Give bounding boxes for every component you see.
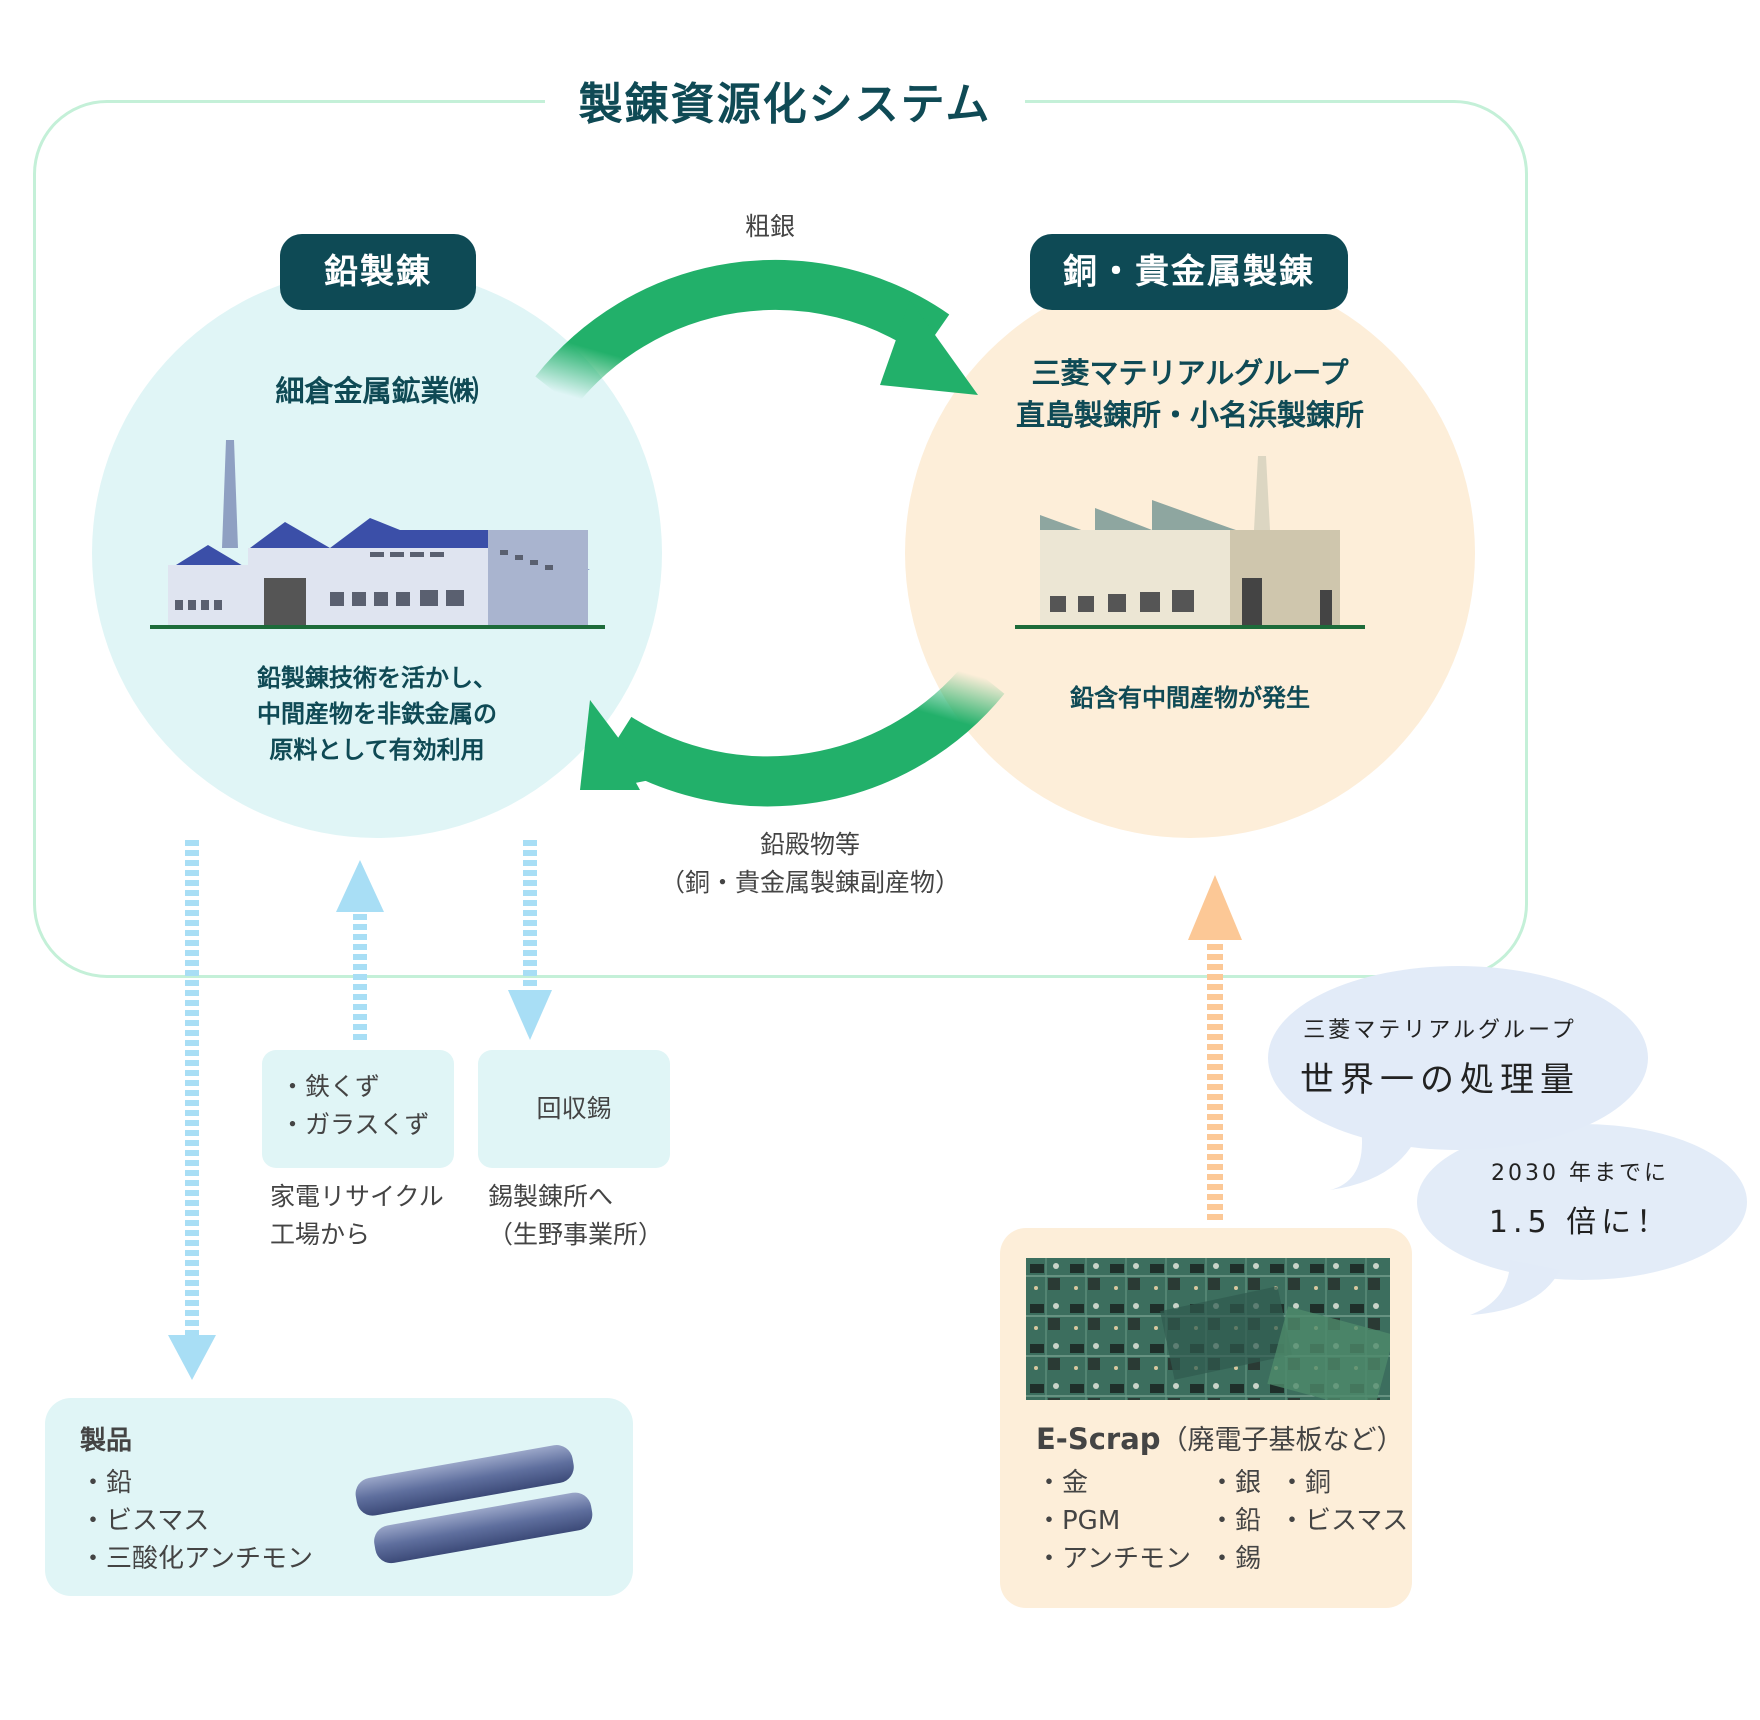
tin-destination-line: 錫製錬所へ [488,1182,614,1211]
scrap-source-line: 工場から [270,1220,371,1249]
escrap-item: ・銅 [1278,1468,1331,1498]
metal-ingots-image [355,1445,593,1564]
lead-factory-illustration [150,440,605,629]
products-list: ・鉛 ・ビスマス ・三酸化アンチモン [80,1464,313,1578]
tin-down-arrow [508,840,552,1040]
product-item: ・ビスマス [80,1506,210,1536]
flow-label-top: 粗銀 [744,212,795,241]
lead-company-name: 細倉金属鉱業㈱ [275,374,479,408]
tin-label: 回収錫 [536,1094,612,1123]
flow-label-bottom-line: （銅・貴金属製錬副産物） [659,868,960,897]
lead-smelting-label: 鉛製錬 [280,234,476,310]
bubble-world-largest-line2: 世界一の処理量 [1300,1060,1580,1100]
copper-smelting-label: 銅・貴金属製錬 [1030,234,1348,310]
escrap-subtitle: （廃電子基板など） [1160,1425,1404,1456]
scrap-up-arrow [336,860,384,1040]
products-box [45,1398,633,1596]
product-item: ・三酸化アンチモン [80,1544,313,1574]
bubble-2030-target [1417,1124,1747,1315]
product-item: ・鉛 [80,1468,133,1498]
lead-description: 鉛製錬技術を活かし、 中間産物を非鉄金属の 原料として有効利用 [180,660,574,768]
scrap-item: ・ガラスくず [280,1110,430,1139]
flow-label-bottom: 鉛殿物等 （銅・貴金属製錬副産物） [600,826,1020,902]
system-title: 製錬資源化システム [545,70,1025,140]
flow-arrow-bottom [580,662,1005,807]
bubble-world-largest-line1: 三菱マテリアルグループ [1303,1018,1577,1043]
escrap-item [1279,1540,1426,1578]
lead-description-line: 原料として有効利用 [269,736,485,764]
escrap-item: ・鉛 [1208,1506,1261,1536]
flow-arrow-top [535,259,978,408]
copper-description: 鉛含有中間産物が発生 [1070,684,1310,712]
bubble-2030-line1: 2030 年までに [1491,1161,1669,1186]
escrap-item: ・PGM [1036,1506,1121,1536]
lead-description-line: 中間産物を非鉄金属の [257,700,497,728]
escrap-item: ・金 [1036,1468,1089,1498]
lead-description-line: 鉛製錬技術を活かし、 [257,664,497,692]
tin-output-box [478,1050,670,1168]
escrap-items: ・金 ・銀 ・銅 ・PGM ・鉛 ・ビスマス ・アンチモン ・錫 [1036,1464,1426,1578]
scrap-source: 家電リサイクル 工場から [270,1178,444,1254]
copper-company-line: 三菱マテリアルグループ [1031,356,1349,390]
bubble-2030-line2: 1.5 倍に！ [1488,1205,1672,1240]
tin-destination-line: （生野事業所） [488,1220,664,1249]
scrap-items: ・鉄くず ・ガラスくず [280,1068,430,1144]
copper-company-name: 三菱マテリアルグループ 直島製錬所・小名浜製錬所 [940,352,1440,436]
copper-company-line: 直島製錬所・小名浜製錬所 [1015,398,1364,432]
escrap-title: E-Scrap（廃電子基板など） [1036,1418,1404,1457]
escrap-item: ・ビスマス [1278,1506,1409,1536]
scrap-item: ・鉄くず [280,1072,381,1101]
escrap-up-arrow [1188,875,1242,1220]
products-down-arrow [168,840,216,1380]
scrap-source-line: 家電リサイクル [270,1182,444,1211]
copper-factory-illustration [1015,456,1365,629]
escrap-item: ・アンチモン [1036,1544,1191,1574]
flow-label-bottom-line: 鉛殿物等 [759,830,860,859]
escrap-item: ・錫 [1208,1544,1261,1574]
tin-destination: 錫製錬所へ （生野事業所） [488,1178,663,1254]
escrap-item: ・銀 [1208,1468,1261,1498]
products-title: 製品 [80,1426,133,1456]
scrap-input-box [262,1050,454,1168]
circuit-board-image [1026,1258,1390,1400]
escrap-title-main: E-Scrap [1036,1422,1161,1456]
bubble-world-largest [1268,966,1648,1190]
